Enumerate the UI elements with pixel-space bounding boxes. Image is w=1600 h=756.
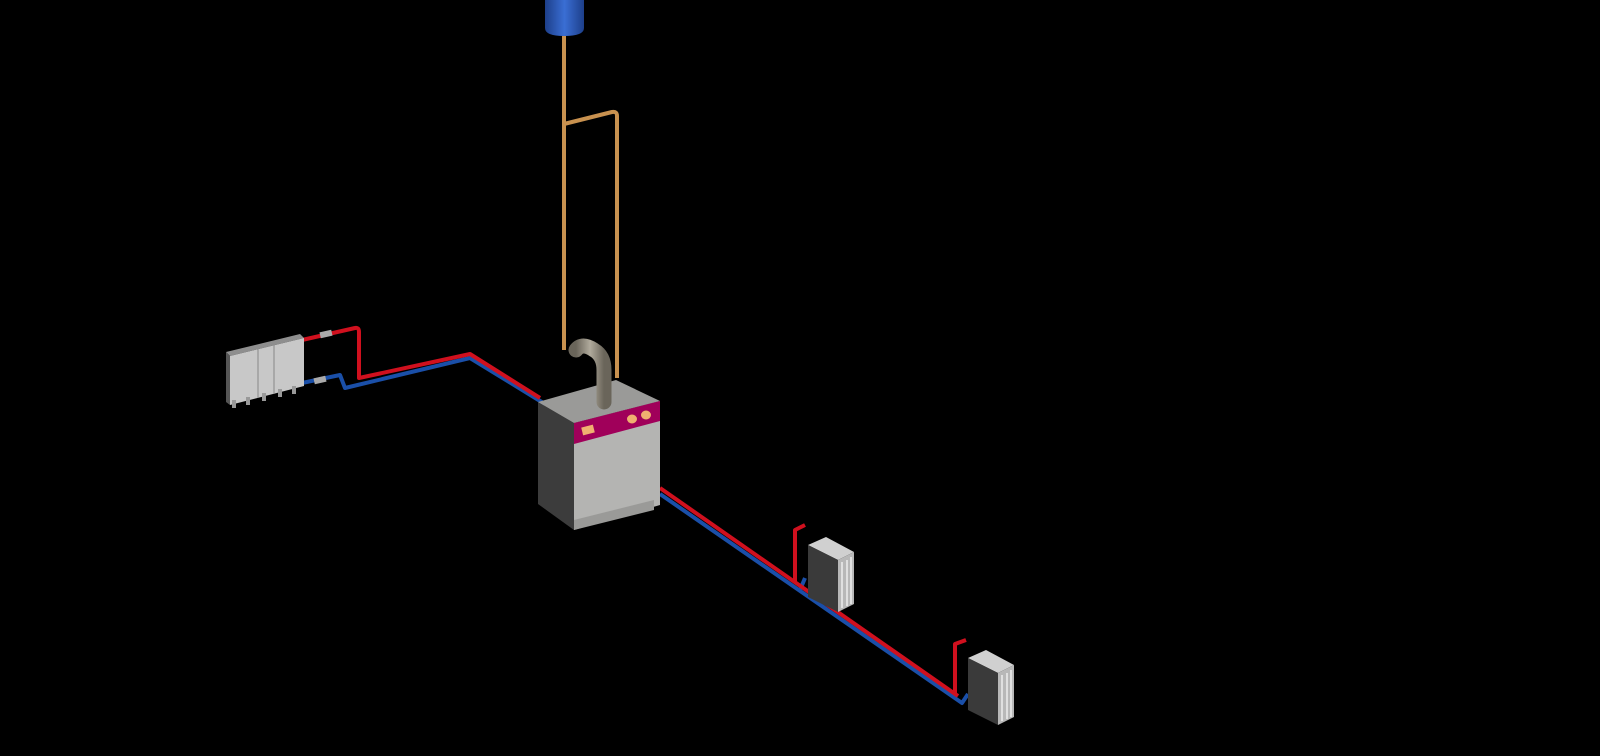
boiler[interactable] — [538, 380, 660, 530]
left-return-pipe[interactable] — [301, 356, 547, 406]
radiator-left[interactable] — [226, 334, 304, 408]
radiator-right-2[interactable] — [968, 650, 1014, 725]
left-return-valve[interactable] — [313, 375, 327, 385]
boiler-knob-1[interactable] — [627, 414, 637, 424]
boiler-display — [581, 424, 595, 436]
left-supply-valve[interactable] — [319, 329, 333, 339]
left-supply-pipe[interactable] — [301, 325, 542, 400]
boiler-flue[interactable] — [568, 338, 612, 410]
radiator-right-1[interactable] — [808, 537, 854, 612]
copper-pipe-loop[interactable] — [562, 36, 619, 378]
boiler-knob-2[interactable] — [641, 410, 651, 420]
boiler-control-panel — [574, 401, 660, 444]
expansion-tank[interactable] — [545, 0, 584, 36]
